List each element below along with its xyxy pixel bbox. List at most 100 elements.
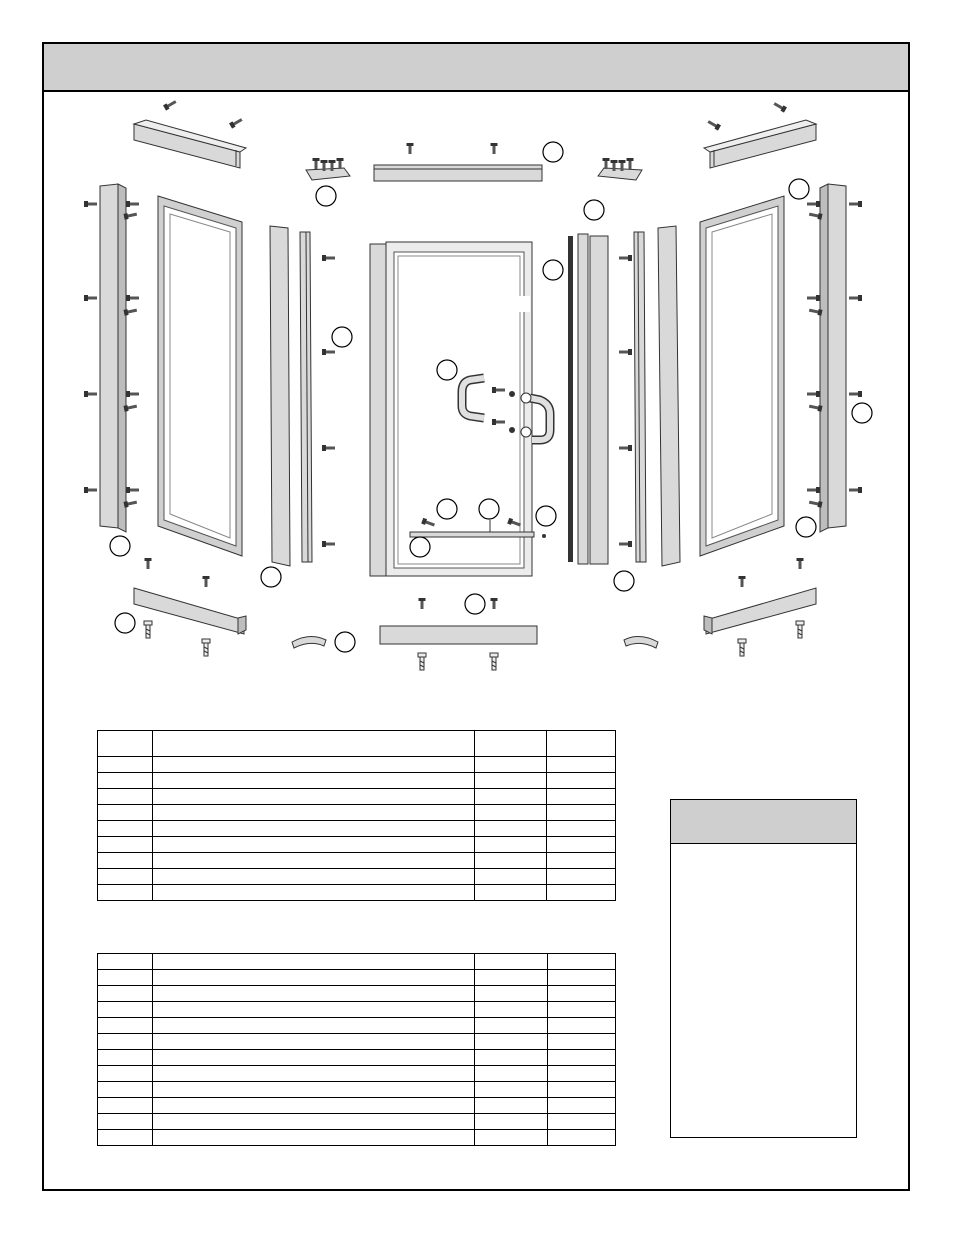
table-row [97,772,616,789]
table-row [97,788,616,805]
table-cell [97,820,153,837]
table-cell [547,1033,616,1050]
table-cell [546,884,616,901]
table-cell [474,1129,549,1146]
table-row [97,1129,616,1146]
table-cell [97,985,153,1002]
table-cell [547,969,616,986]
strike-jamb-right [568,233,609,565]
table-cell [474,1097,549,1114]
top-rail-right [702,119,818,169]
table-cell [151,836,476,853]
table-cell [97,1081,153,1098]
table-row [97,804,616,821]
screw-icon [163,98,787,154]
table-row [97,1081,616,1098]
table-cell [474,1065,549,1082]
door-sweep [409,517,546,538]
table-cell [151,1129,476,1146]
table-cell [151,985,476,1002]
table-cell [151,788,476,805]
table-cell [546,788,616,805]
threshold-cap [291,636,659,649]
bottom-rail-right [703,587,817,635]
table-cell [474,756,548,773]
table-cell [474,804,548,821]
notes-box [670,799,857,1138]
table-cell [151,852,476,869]
table-cell [151,1017,476,1034]
fixed-panel-left [157,195,243,557]
table-cell [97,1097,153,1114]
table-cell [97,804,153,821]
wall-jamb-left [99,183,127,533]
bracket-icon [305,158,643,181]
table-cell [97,953,153,970]
table-row [97,852,616,869]
table-row [97,953,616,970]
table-cell [97,1049,153,1066]
table-cell [547,1049,616,1066]
table-cell [151,1065,476,1082]
table-cell [546,852,616,869]
table-cell [97,1065,153,1082]
table-cell [547,1001,616,1018]
table-row [97,1001,616,1018]
page-frame [42,42,910,1191]
table-row [97,756,616,773]
table-row [97,1017,616,1034]
table-row [97,1049,616,1066]
angle-post-right [633,225,681,567]
table-cell [474,820,548,837]
table-cell [546,772,616,789]
table-row [97,820,616,837]
table-cell [546,868,616,885]
table-cell [474,985,549,1002]
table-cell [151,804,476,821]
header-bar [44,44,908,92]
table-row [97,868,616,885]
screw-icon [322,255,335,547]
table-cell [474,868,548,885]
table-row [97,1113,616,1130]
table-row [97,884,616,901]
door-handle-icon [457,373,555,445]
table-cell [97,730,153,757]
bottom-rail-center [379,625,538,645]
table-cell [547,1081,616,1098]
table-row [97,730,616,757]
screw-icon [619,255,632,547]
table-cell [474,852,548,869]
table-cell [474,953,549,970]
table-cell [474,1049,549,1066]
exploded-parts-diagram [84,98,873,671]
table-cell [547,1097,616,1114]
table-cell [546,756,616,773]
table-cell [97,1033,153,1050]
table-cell [97,868,153,885]
table-cell [474,730,548,757]
table-cell [97,1001,153,1018]
table-cell [151,1081,476,1098]
table-cell [97,1129,153,1146]
table-cell [547,985,616,1002]
table-cell [151,969,476,986]
table-row [97,1033,616,1050]
table-row [97,985,616,1002]
table-row [97,1097,616,1114]
table-cell [151,820,476,837]
table-cell [97,836,153,853]
table-cell [546,804,616,821]
table-cell [474,836,548,853]
table-row [97,969,616,986]
table-cell [474,772,548,789]
table-cell [474,969,549,986]
table-cell [97,1017,153,1034]
table-cell [151,1033,476,1050]
table-cell [97,1113,153,1130]
table-cell [474,1017,549,1034]
parts-table-2 [97,953,616,1146]
table-cell [474,1113,549,1130]
table-cell [547,1065,616,1082]
table-cell [151,756,476,773]
